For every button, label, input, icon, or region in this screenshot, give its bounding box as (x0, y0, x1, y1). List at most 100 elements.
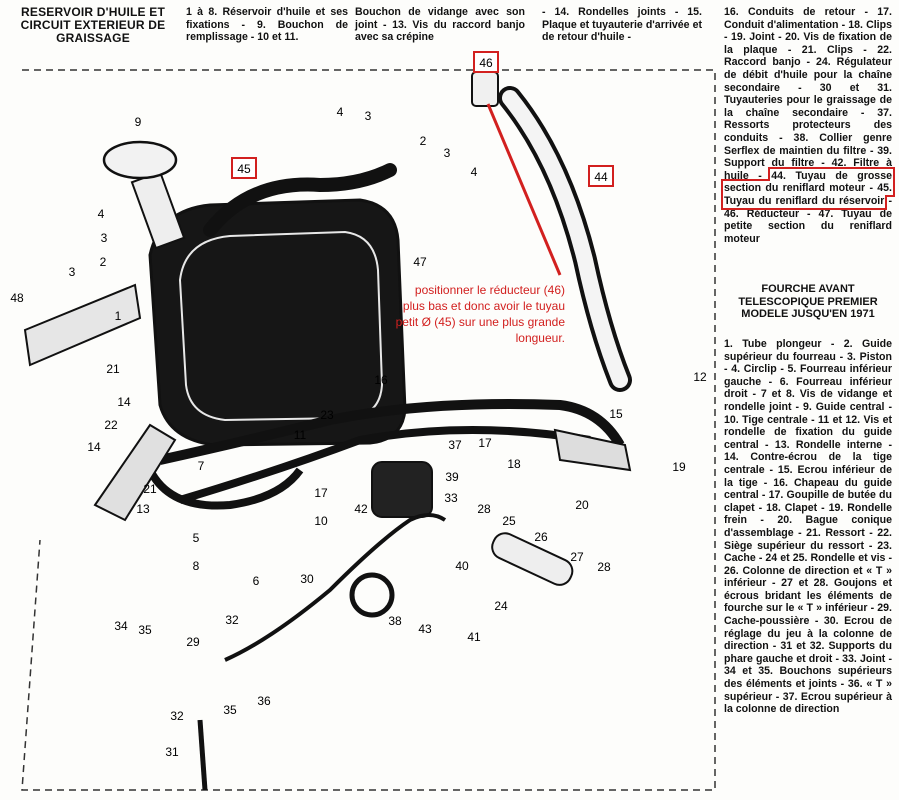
callout-8: 8 (193, 559, 200, 573)
callout-21: 21 (106, 362, 120, 376)
callout-48: 48 (10, 291, 24, 305)
callout-23: 23 (320, 408, 334, 422)
callout-6: 6 (253, 574, 260, 588)
callout-20: 20 (575, 498, 589, 512)
callout-40: 40 (455, 559, 469, 573)
legend-text: 1 à 8. Réservoir d'huile et ses fixation… (186, 6, 348, 44)
callout-4: 4 (337, 105, 344, 119)
callout-5: 5 (193, 531, 200, 545)
legend-text: - 14. Rondelles joints - 15. Plaque et t… (542, 6, 702, 44)
clamp-38 (349, 572, 395, 618)
legend-highlight: 44. Tuyau de grosse section du reniflard… (721, 166, 895, 210)
callout-11: 11 (294, 428, 307, 442)
callout-16: 16 (374, 373, 388, 387)
callout-14: 14 (87, 440, 101, 454)
regulator-tube-24 (491, 532, 574, 586)
return-pipes-16b (178, 426, 591, 504)
chain-lube-pipe-31 (197, 719, 208, 791)
callout-24: 24 (494, 599, 508, 613)
callout-45: 45 (237, 162, 251, 176)
callout-47: 47 (413, 255, 427, 269)
chain-lube-pipe-30 (224, 513, 447, 662)
callout-13: 13 (136, 502, 150, 516)
callout-3: 3 (69, 265, 76, 279)
callout-37: 37 (448, 438, 462, 452)
callout-3: 3 (101, 231, 108, 245)
bracket-plate (23, 283, 142, 367)
fork-section-title: FOURCHE AVANT TELESCOPIQUE PREMIER MODEL… (738, 283, 878, 320)
callout-39: 39 (445, 470, 459, 484)
callout-2: 2 (420, 134, 427, 148)
annotation-note: positionner le réducteur (46) plus bas e… (395, 283, 565, 345)
boxed-callout-45-frame (231, 157, 257, 179)
callout-31: 31 (165, 745, 179, 759)
callout-38: 38 (388, 614, 402, 628)
callout-18: 18 (507, 457, 521, 471)
callout-28: 28 (597, 560, 611, 574)
callout-35: 35 (223, 703, 237, 717)
callout-25: 25 (502, 514, 516, 528)
callout-2: 2 (100, 255, 107, 269)
callout-26: 26 (534, 530, 548, 544)
legend-text: Bouchon de vidange avec son joint - 13. … (355, 6, 525, 44)
callout-21: 21 (143, 482, 157, 496)
callout-19: 19 (672, 460, 686, 474)
legend-text: 16. Conduits de retour - 17. Conduit d'a… (721, 6, 895, 245)
callout-17: 17 (478, 436, 492, 450)
callout-32: 32 (225, 613, 239, 627)
legend-column-1: 1 à 8. Réservoir d'huile et ses fixation… (186, 6, 348, 44)
oil-filter (371, 461, 433, 518)
callouts: 1 2 2 3 3 3 3 4 4 4 5 6 7 8 9 10 11 12 1… (10, 105, 707, 759)
callout-10: 10 (314, 514, 328, 528)
annotation-pointer (486, 103, 562, 276)
callout-15: 15 (609, 407, 623, 421)
filler-neck (130, 170, 186, 250)
fork-legend: 1. Tube plongeur - 2. Guide supérieur du… (724, 338, 892, 716)
breather-hose-44-inner (502, 90, 628, 388)
callout-34: 34 (114, 619, 128, 633)
callout-30: 30 (300, 572, 314, 586)
callout-27: 27 (570, 550, 584, 564)
callout-43: 43 (418, 622, 432, 636)
legend-column-2: Bouchon de vidange avec son joint - 13. … (355, 6, 525, 44)
callout-9: 9 (135, 115, 142, 129)
filler-cap (102, 140, 178, 180)
callout-1: 1 (115, 309, 122, 323)
breather-pipe-45 (203, 163, 397, 237)
oil-tank-highlight (178, 230, 384, 422)
banjo-union (93, 423, 177, 522)
callout-7: 7 (198, 459, 205, 473)
fork-legend-text: 1. Tube plongeur - 2. Guide supérieur du… (724, 338, 892, 716)
callout-35: 35 (138, 623, 152, 637)
legend-column-3: - 14. Rondelles joints - 15. Plaque et t… (542, 6, 702, 44)
diagram-heading: RESERVOIR D'HUILE ET CIRCUIT EXTERIEUR D… (20, 5, 166, 45)
boxed-callout-46-frame (473, 51, 499, 73)
callout-42: 42 (354, 502, 368, 516)
callout-4: 4 (98, 207, 105, 221)
callout-17: 17 (314, 486, 328, 500)
callout-28: 28 (477, 502, 491, 516)
callout-32: 32 (170, 709, 184, 723)
feed-plate (553, 428, 632, 472)
callout-44: 44 (594, 170, 608, 184)
callout-41: 41 (467, 630, 481, 644)
legend-text-before: 16. Conduits de retour - 17. Conduit d'a… (724, 6, 892, 182)
callout-29: 29 (186, 635, 200, 649)
callout-14: 14 (117, 395, 131, 409)
callout-12: 12 (693, 370, 707, 384)
callout-4: 4 (471, 165, 478, 179)
reducer-46 (471, 71, 499, 107)
legend-text-after: - 46. Réducteur - 47. Tuyau de petite se… (724, 194, 892, 245)
callout-3: 3 (365, 109, 372, 123)
callout-46: 46 (479, 56, 493, 70)
legend-column-4: 16. Conduits de retour - 17. Conduit d'a… (721, 6, 895, 245)
boxed-callout-44-frame (588, 165, 614, 187)
callout-3: 3 (444, 146, 451, 160)
feed-pipe-17 (146, 467, 304, 510)
oil-tank (148, 198, 407, 447)
callout-22: 22 (104, 418, 118, 432)
callout-36: 36 (257, 694, 271, 708)
callout-33: 33 (444, 491, 458, 505)
return-pipes-16 (158, 399, 625, 465)
